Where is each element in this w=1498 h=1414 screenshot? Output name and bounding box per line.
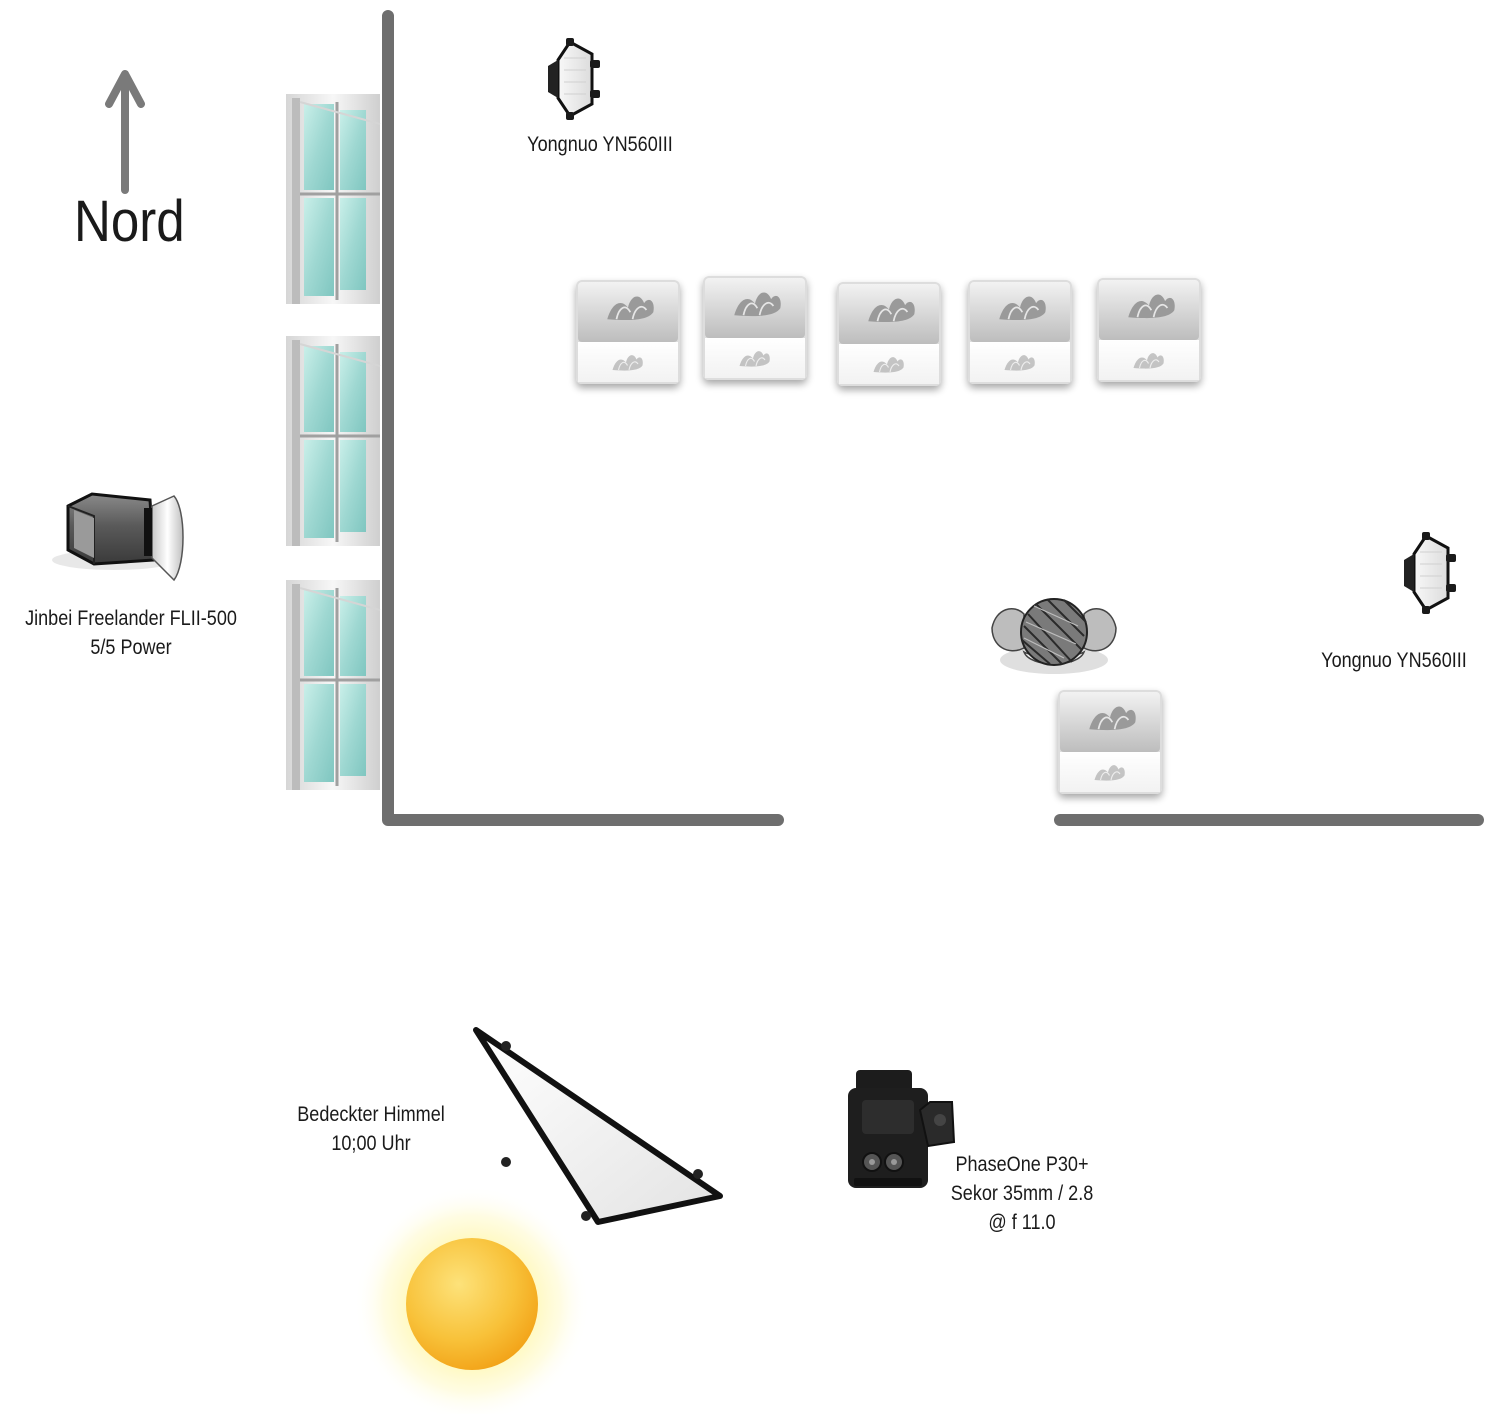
right-speedlight-label: Yongnuo YN560III bbox=[1321, 649, 1467, 672]
camera-label-line1: PhaseOne P30+ bbox=[955, 1153, 1089, 1176]
table-icon bbox=[1097, 278, 1201, 382]
top-speedlight-label: Yongnuo YN560III bbox=[527, 133, 673, 156]
camera-icon bbox=[848, 1070, 956, 1188]
window-icon bbox=[284, 578, 382, 792]
speedlight-softbox-icon bbox=[546, 36, 602, 122]
table-icon bbox=[1058, 690, 1162, 794]
person-icon bbox=[991, 598, 1117, 674]
sky-label: Bedeckter Himmel 10;00 Uhr bbox=[281, 1100, 462, 1158]
reflector-panel-icon bbox=[473, 1027, 723, 1225]
camera-label-line3: @ f 11.0 bbox=[988, 1211, 1056, 1234]
table-icon bbox=[968, 280, 1072, 384]
table-icon bbox=[703, 276, 807, 380]
speedlight-softbox-icon bbox=[1402, 530, 1458, 616]
window-icon bbox=[284, 92, 382, 306]
north-label: Nord bbox=[74, 189, 185, 254]
table-icon bbox=[576, 280, 680, 384]
strobe-label-line1: Jinbei Freelander FLII-500 bbox=[25, 607, 237, 630]
window-icon bbox=[284, 334, 382, 548]
strobe-label-line2: 5/5 Power bbox=[90, 636, 172, 659]
sky-label-line1: Bedeckter Himmel bbox=[297, 1103, 445, 1126]
camera-label: PhaseOne P30+ Sekor 35mm / 2.8 @ f 11.0 bbox=[934, 1150, 1109, 1237]
camera-label-line2: Sekor 35mm / 2.8 bbox=[950, 1182, 1094, 1205]
room-wall bbox=[382, 10, 784, 826]
north-arrow-icon bbox=[105, 70, 145, 194]
strobe-label: Jinbei Freelander FLII-500 5/5 Power bbox=[18, 604, 243, 662]
sky-label-line2: 10;00 Uhr bbox=[331, 1132, 411, 1155]
sun-icon bbox=[354, 1186, 590, 1414]
studio-strobe-icon bbox=[52, 492, 184, 582]
table-icon bbox=[837, 282, 941, 386]
